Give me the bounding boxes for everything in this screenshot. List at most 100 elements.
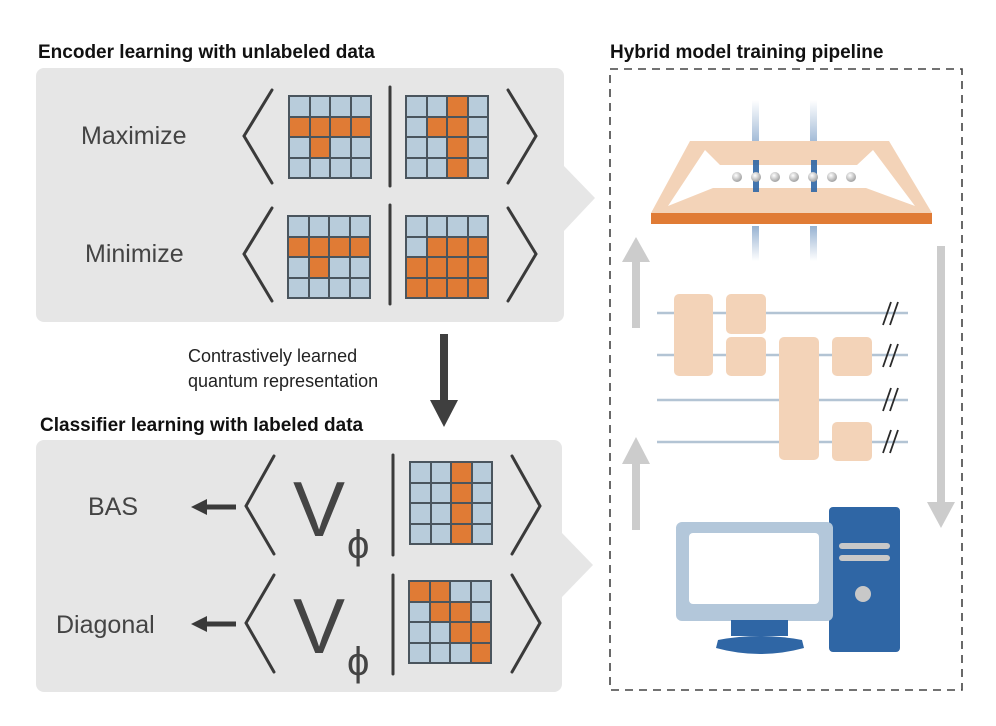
- minimize-label: Minimize: [85, 240, 184, 268]
- grid-cell-filled: [308, 257, 329, 278]
- grid-cell-empty: [308, 277, 329, 298]
- grid-cell-empty: [309, 157, 330, 178]
- grid-cell-filled: [467, 257, 488, 278]
- grid-cell-filled: [406, 257, 427, 278]
- grid-cell-empty: [409, 642, 430, 663]
- grid-cell-filled: [447, 116, 468, 137]
- operator-subscript: ϕ: [347, 523, 370, 567]
- left-angle-bracket: [242, 206, 274, 303]
- maximize-left-grid: [288, 95, 372, 179]
- grid-cell-empty: [471, 523, 492, 544]
- classical-computer-icon: [676, 507, 900, 654]
- right-angle-bracket: [506, 206, 538, 303]
- grid-cell-filled: [470, 622, 491, 643]
- grid-cell-empty: [471, 482, 492, 503]
- grid-cell-filled: [447, 236, 468, 257]
- grid-cell-filled: [289, 116, 310, 137]
- grid-cell-empty: [289, 157, 310, 178]
- grid-cell-empty: [406, 216, 427, 237]
- grid-cell-filled: [309, 116, 330, 137]
- grid-cell-empty: [470, 581, 491, 602]
- grid-cell-empty: [410, 462, 431, 483]
- encoder-panel-pointer: [563, 165, 595, 232]
- quantum-circuit: [657, 294, 908, 461]
- grid-cell-empty: [409, 601, 430, 622]
- grid-cell-empty: [467, 137, 488, 158]
- grid-cell-empty: [471, 462, 492, 483]
- grid-cell-empty: [289, 96, 310, 117]
- grid-cell-filled: [329, 236, 350, 257]
- left-angle-bracket: [244, 573, 276, 674]
- arrow-left-icon: [191, 499, 236, 515]
- grid-cell-filled: [308, 236, 329, 257]
- grid-cell-filled: [330, 116, 351, 137]
- grid-cell-empty: [289, 137, 310, 158]
- grid-cell-empty: [471, 503, 492, 524]
- grid-cell-empty: [430, 482, 451, 503]
- right-angle-bracket: [506, 88, 538, 185]
- grid-cell-filled: [467, 236, 488, 257]
- operator-subscript: ϕ: [347, 640, 370, 684]
- right-angle-bracket: [510, 454, 542, 556]
- bas-grid: [409, 461, 493, 545]
- gates: [674, 294, 872, 461]
- grid-cell-filled: [309, 137, 330, 158]
- monitor-screen: [689, 533, 819, 604]
- minimize-right-grid: [405, 215, 489, 299]
- grid-cell-empty: [350, 137, 371, 158]
- grid-cell-empty: [426, 137, 447, 158]
- arrow-up-icon: [622, 437, 650, 530]
- grid-cell-filled: [450, 622, 471, 643]
- grid-cell-empty: [470, 601, 491, 622]
- grid-cell-empty: [288, 257, 309, 278]
- grid-cell-empty: [467, 116, 488, 137]
- grid-cell-filled: [429, 581, 450, 602]
- grid-cell-filled: [409, 581, 430, 602]
- grid-cell-empty: [288, 277, 309, 298]
- grid-cell-empty: [409, 622, 430, 643]
- grid-cell-empty: [350, 157, 371, 178]
- grid-cell-filled: [426, 257, 447, 278]
- grid-cell-filled: [451, 462, 472, 483]
- vphi-operator-diagonal: Vϕ: [293, 587, 369, 682]
- transition-caption-line2: quantum representation: [188, 371, 379, 391]
- grid-cell-empty: [406, 116, 427, 137]
- arrow-up-icon: [622, 237, 650, 328]
- operator-symbol: V: [293, 465, 346, 553]
- computer-tower: [829, 507, 900, 652]
- grid-cell-empty: [467, 157, 488, 178]
- grid-cell-empty: [329, 277, 350, 298]
- grid-cell-empty: [330, 157, 351, 178]
- grid-cell-empty: [430, 503, 451, 524]
- grid-cell-filled: [426, 236, 447, 257]
- classifier-panel-pointer: [561, 532, 593, 598]
- grid-cell-filled: [447, 157, 468, 178]
- vphi-operator-bas: Vϕ: [293, 470, 369, 565]
- grid-cell-filled: [426, 116, 447, 137]
- grid-cell-empty: [426, 96, 447, 117]
- diagonal-grid: [408, 580, 492, 664]
- grid-cell-empty: [330, 96, 351, 117]
- grid-cell-empty: [329, 216, 350, 237]
- continuation-marks: [882, 301, 899, 454]
- grid-cell-filled: [447, 96, 468, 117]
- grid-cell-empty: [410, 503, 431, 524]
- bas-label: BAS: [88, 493, 139, 521]
- grid-cell-filled: [447, 257, 468, 278]
- grid-cell-empty: [406, 137, 427, 158]
- pipeline-dashed-frame: [609, 68, 963, 691]
- left-angle-bracket: [244, 454, 276, 556]
- grid-cell-empty: [349, 216, 370, 237]
- grid-cell-empty: [329, 257, 350, 278]
- arrow-left-icon: [191, 616, 236, 632]
- arrow-down-icon: [430, 334, 458, 427]
- grid-cell-empty: [429, 642, 450, 663]
- grid-cell-empty: [288, 216, 309, 237]
- transition-caption-line1: Contrastively learned: [188, 346, 358, 366]
- grid-cell-filled: [451, 482, 472, 503]
- maximize-label: Maximize: [81, 122, 187, 150]
- grid-cell-empty: [406, 157, 427, 178]
- left-angle-bracket: [242, 88, 274, 185]
- grid-cell-empty: [309, 96, 330, 117]
